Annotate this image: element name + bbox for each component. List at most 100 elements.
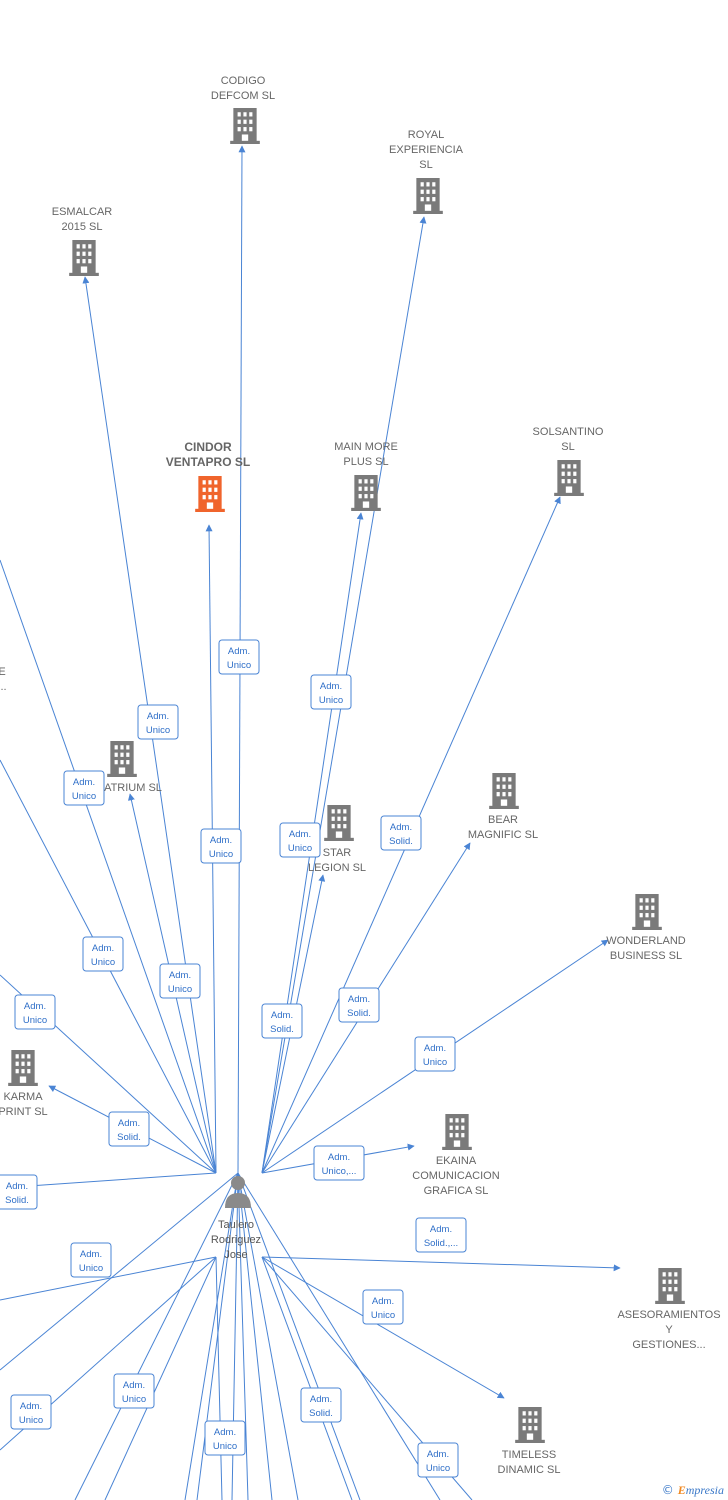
role-label-text: Adm. [92, 943, 114, 954]
role-label-text: Unico [423, 1057, 447, 1068]
role-label-codigo[interactable]: Adm.Unico [200, 828, 242, 864]
role-label-box [218, 639, 260, 675]
role-label-bear[interactable]: Adm.Solid. [338, 987, 380, 1023]
role-label-text: Unico [371, 1310, 395, 1321]
role-label-box [200, 828, 242, 864]
company-name-line: EKAINA [436, 1155, 477, 1167]
company-node-leftcut[interactable]: E... [0, 666, 7, 693]
brand-footer: ©Empresia [662, 1483, 724, 1498]
role-label-offbottom5[interactable]: Adm. Unico [417, 1442, 459, 1478]
role-label-offbottom2[interactable]: Adm.Unico [113, 1373, 155, 1409]
role-label-text: Unico [168, 984, 192, 995]
role-label-box [414, 1036, 456, 1072]
role-label-box [113, 1373, 155, 1409]
role-label-box [0, 1174, 38, 1210]
relation-edge-offleft5 [0, 1256, 217, 1301]
role-label-offbottom4[interactable]: Adm.Unico [204, 1420, 246, 1456]
role-label-timeless[interactable]: Adm.Unico [362, 1289, 404, 1325]
role-label-box [14, 994, 56, 1030]
role-label-text: Adm. [310, 1394, 332, 1405]
role-label-offbottom3[interactable]: Adm. Solid. [300, 1387, 342, 1423]
role-label-star[interactable]: Adm.Solid. [261, 1003, 303, 1039]
role-label-text: Adm. [424, 1043, 446, 1054]
company-name-line: KARMA [3, 1091, 43, 1103]
company-name-line: EXPERIENCIA [389, 144, 464, 156]
relation-edge-offbottom2 [104, 1256, 217, 1500]
role-label-box [204, 1420, 246, 1456]
relation-edge-offleft1 [0, 559, 217, 1174]
company-name-line: SOLSANTINO [533, 426, 604, 438]
relation-edge-offbottom4 [215, 1256, 223, 1500]
role-label-solsantino[interactable]: Adm.Solid. [380, 815, 422, 851]
relation-edge-extra [237, 1172, 299, 1500]
role-label-text: Unico [79, 1263, 103, 1274]
role-label-text: Adm. [214, 1427, 236, 1438]
role-label-text: Adm. [147, 711, 169, 722]
company-name-line: CODIGO [221, 75, 266, 87]
role-label-esmalcar[interactable]: Adm.Unico [137, 704, 179, 740]
role-label-royal[interactable]: Adm.Unico [279, 822, 321, 858]
company-name-line: SL [561, 441, 574, 453]
role-label-text: Solid. [347, 1008, 371, 1019]
role-label-mainmore[interactable]: Adm.Unico [310, 674, 352, 710]
role-label-box [380, 815, 422, 851]
role-label-offleft5[interactable]: Adm. Unico [70, 1242, 112, 1278]
role-label-text: Adm. [80, 1249, 102, 1260]
company-name-line: ESMALCAR [52, 206, 113, 218]
role-label-text: Adm. [271, 1010, 293, 1021]
company-node-asesoramientos[interactable]: ASESORAMIENTOSYGESTIONES... [617, 1268, 721, 1351]
role-label-offleft4[interactable]: Adm.Solid. [0, 1174, 38, 1210]
company-node-atrium[interactable]: ATRIUM SL [104, 741, 162, 794]
company-name-line: BUSINESS SL [610, 950, 682, 962]
role-label-offleft1[interactable]: Adm.Unico [63, 770, 105, 806]
role-label-text: Solid. [309, 1408, 333, 1419]
role-label-ekaina[interactable]: Adm.Unico,... [313, 1145, 365, 1181]
company-name-line: MAGNIFIC SL [468, 829, 538, 841]
building-icon [655, 1268, 685, 1304]
building-icon [69, 240, 99, 276]
role-label-karma[interactable]: Adm.Solid. [108, 1111, 150, 1147]
role-label-text: Adm. [427, 1449, 449, 1460]
role-label-box [362, 1289, 404, 1325]
role-label-text: Adm. [210, 835, 232, 846]
role-label-text: Adm. [328, 1152, 350, 1163]
person-name-line: Taulero [218, 1219, 254, 1231]
role-label-atrium[interactable]: Adm.Unico [159, 963, 201, 999]
role-label-box [300, 1387, 342, 1423]
role-label-text: Unico [426, 1463, 450, 1474]
role-label-asesoramientos[interactable]: Adm.Solid.,... [415, 1217, 467, 1253]
role-label-text: Adm. [6, 1181, 28, 1192]
role-label-box [63, 770, 105, 806]
company-name-line: ATRIUM SL [104, 782, 162, 794]
role-label-box [338, 987, 380, 1023]
role-label-wonderland[interactable]: Adm. Unico [414, 1036, 456, 1072]
role-label-text: Solid. [117, 1132, 141, 1143]
role-label-cindor[interactable]: Adm.Unico [218, 639, 260, 675]
company-node-solsantino[interactable]: SOLSANTINO SL [533, 426, 604, 496]
company-name-line: ASESORAMIENTOS [617, 1309, 720, 1321]
edge-labels-layer: Adm.UnicoAdm.UnicoAdm.UnicoAdm.UnicoAdm.… [0, 639, 467, 1478]
role-label-offleft2[interactable]: Adm.Unico [82, 936, 124, 972]
role-label-offbottom1[interactable]: Adm.Unico [10, 1394, 52, 1430]
role-label-box [108, 1111, 150, 1147]
person-name-line: Jose [224, 1249, 247, 1261]
role-label-offleft3[interactable]: Adm.Unico [14, 994, 56, 1030]
building-icon [515, 1407, 545, 1443]
role-label-text: Unico [23, 1015, 47, 1026]
person-name-line: Rodriguez [211, 1234, 261, 1246]
relation-edge-extra [184, 1172, 239, 1500]
relation-edge-extra [74, 1172, 239, 1500]
